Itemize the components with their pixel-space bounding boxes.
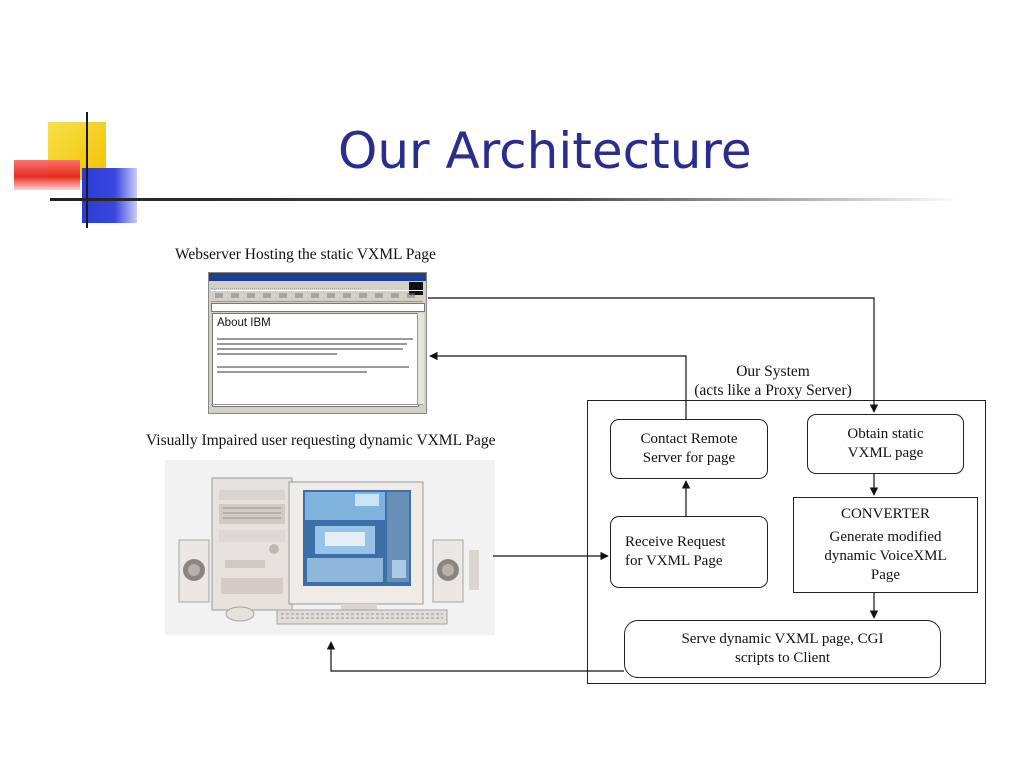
browser-menubar [211,282,361,289]
page-title: Our Architecture [338,122,752,180]
system-label-line1: Our System [736,363,810,380]
blue-square [82,168,137,223]
horizontal-rule [50,198,962,201]
browser-logo-icon [409,282,423,295]
red-square [14,160,80,190]
browser-toolbar [211,290,423,302]
browser-page-heading: About IBM [217,317,271,329]
arrow-webserver-to-obtain [428,297,879,413]
system-boundary [587,400,986,684]
system-label-line2: (acts like a Proxy Server) [694,382,852,399]
browser-address-bar [211,303,425,312]
arrow-serve-to-computer [326,641,624,672]
browser-scrollbar [417,313,424,405]
webserver-browser-screenshot: About IBM [208,272,427,414]
converter-box: CONVERTER Generate modified dynamic Voic… [793,497,978,593]
vertical-line [86,112,88,228]
contact-remote-box: Contact Remote Server for page [610,419,768,479]
browser-titlebar [209,273,426,281]
serve-dynamic-box: Serve dynamic VXML page, CGI scripts to … [624,620,941,678]
browser-statusbar [211,404,423,412]
receive-request-box: Receive Request for VXML Page [610,516,768,588]
obtain-static-box: Obtain static VXML page [807,414,964,474]
converter-title: CONVERTER [840,506,931,522]
webserver-caption: Webserver Hosting the static VXML Page [175,246,436,263]
system-label: Our System (acts like a Proxy Server) [678,362,868,400]
arrow-contact-to-webserver [429,351,687,419]
computer-illustration [165,460,495,635]
user-caption: Visually Impaired user requesting dynami… [146,432,496,449]
